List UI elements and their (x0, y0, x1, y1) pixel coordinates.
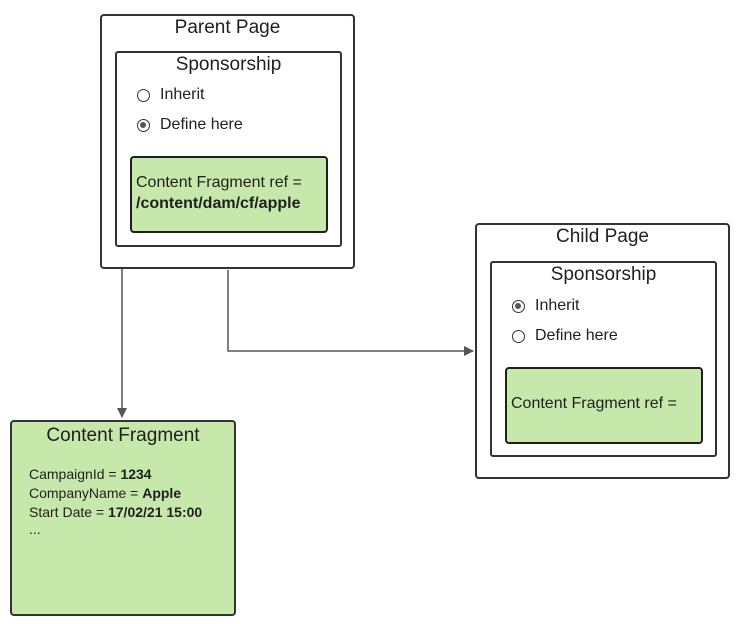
content-fragment-title: Content Fragment (46, 425, 200, 446)
child-fragment-ref-box: Content Fragment ref = (505, 367, 703, 444)
child-inherit-option[interactable]: Inherit (512, 297, 579, 315)
start-date-value: 17/02/21 15:00 (107, 504, 203, 520)
start-date-field: Start Date = 17/02/21 15:00 (29, 504, 202, 520)
company-name-field: CompanyName = Apple (29, 485, 181, 501)
parent-sponsorship-box: Sponsorship Inherit Define here Content … (115, 51, 342, 247)
campaign-id-label: CampaignId = (29, 466, 121, 482)
parent-inherit-label: Inherit (160, 86, 205, 103)
campaign-id-field: CampaignId = 1234 (29, 466, 152, 482)
child-sponsorship-box: Sponsorship Inherit Define here Content … (490, 261, 717, 457)
parent-inherit-option[interactable]: Inherit (137, 86, 204, 104)
parent-sponsorship-title: Sponsorship (175, 54, 282, 75)
child-sponsorship-title: Sponsorship (550, 264, 657, 285)
child-define-here-option[interactable]: Define here (512, 327, 618, 345)
fragment-ellipsis: ... (29, 521, 41, 537)
child-define-here-radio[interactable] (512, 329, 525, 343)
child-page-box: Child Page Sponsorship Inherit Define he… (475, 223, 730, 479)
company-name-value: Apple (142, 485, 182, 501)
content-fragment-box: Content Fragment CampaignId = 1234 Compa… (10, 420, 236, 616)
child-define-here-label: Define here (535, 327, 618, 344)
parent-define-here-label: Define here (160, 116, 243, 133)
parent-page-box: Parent Page Sponsorship Inherit Define h… (100, 14, 355, 269)
child-page-title: Child Page (556, 226, 649, 247)
child-inherit-label: Inherit (535, 297, 580, 314)
child-fragment-ref-label: Content Fragment ref = (511, 395, 677, 412)
parent-fragment-ref-value: /content/dam/cf/apple (136, 195, 301, 212)
start-date-label: Start Date = (29, 504, 108, 520)
company-name-label: CompanyName = (29, 485, 143, 501)
child-inherit-radio[interactable] (512, 299, 525, 313)
parent-inherit-radio[interactable] (137, 88, 150, 102)
parent-fragment-ref-box: Content Fragment ref = /content/dam/cf/a… (130, 156, 328, 233)
parent-page-title: Parent Page (174, 17, 281, 38)
connector-parent-to-child (227, 270, 474, 356)
parent-fragment-ref-label: Content Fragment ref = (136, 174, 302, 191)
campaign-id-value: 1234 (120, 466, 152, 482)
parent-define-here-radio[interactable] (137, 118, 150, 132)
parent-define-here-option[interactable]: Define here (137, 116, 243, 134)
